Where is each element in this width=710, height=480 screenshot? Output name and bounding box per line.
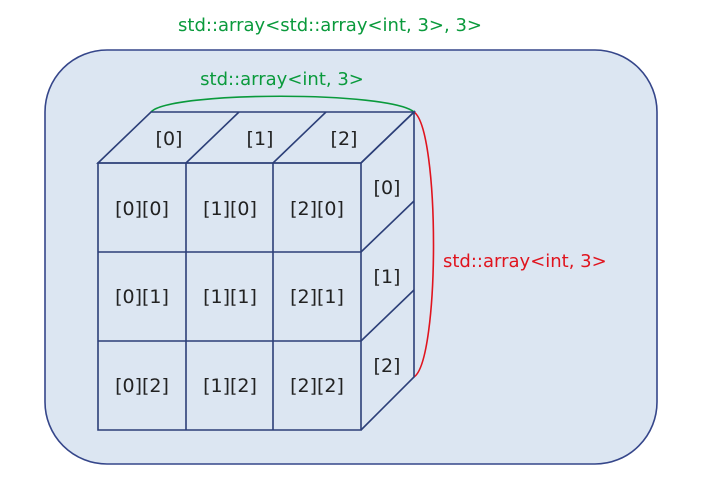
cell-0-2: [0][2]: [115, 375, 169, 397]
cell-1-2: [1][2]: [203, 375, 257, 397]
cell-2-0: [2][0]: [290, 198, 344, 220]
side-brace-label: std::array<int, 3>: [443, 251, 607, 272]
top-label-2: [2]: [331, 128, 358, 150]
side-label-1: [1]: [374, 266, 401, 288]
front-cells: [0][0] [1][0] [2][0] [0][1] [1][1] [2][1…: [115, 198, 344, 397]
cell-1-1: [1][1]: [203, 286, 257, 308]
outer-type-label: std::array<std::array<int, 3>, 3>: [178, 15, 482, 36]
cube-wireframe: [96, 110, 416, 431]
side-brace: [413, 111, 435, 378]
cell-1-0: [1][0]: [203, 198, 257, 220]
top-brace: [150, 95, 415, 113]
top-brace-label: std::array<int, 3>: [200, 69, 364, 90]
top-label-0: [0]: [156, 128, 183, 150]
cell-2-1: [2][1]: [290, 286, 344, 308]
container-box: [44, 49, 658, 465]
cell-0-1: [0][1]: [115, 286, 169, 308]
side-label-0: [0]: [374, 177, 401, 199]
top-label-1: [1]: [247, 128, 274, 150]
cell-2-2: [2][2]: [290, 375, 344, 397]
top-index-labels: [0] [1] [2]: [156, 128, 358, 150]
side-index-labels: [0] [1] [2]: [374, 177, 401, 377]
cell-0-0: [0][0]: [115, 198, 169, 220]
side-label-2: [2]: [374, 355, 401, 377]
